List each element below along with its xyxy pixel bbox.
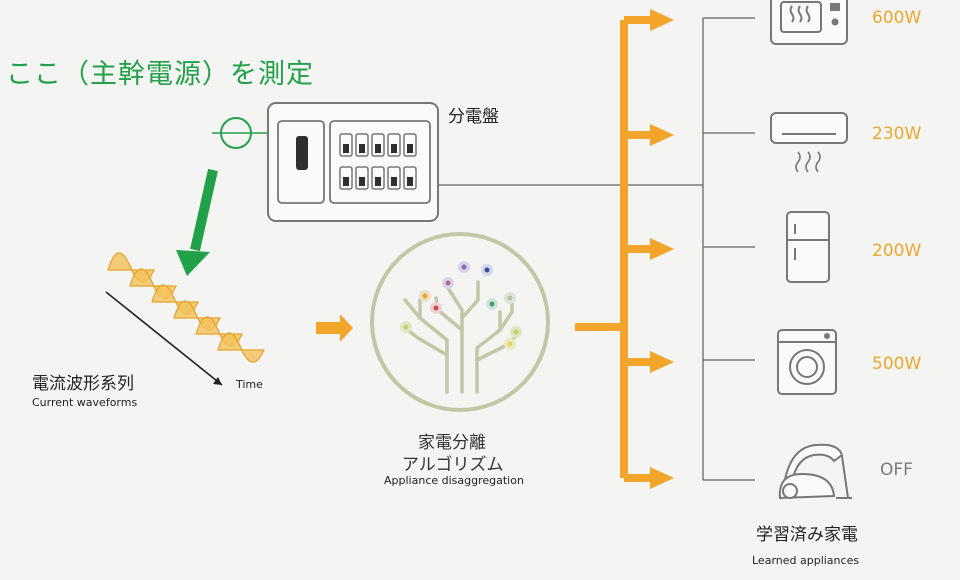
algorithm-tree-icon [370, 232, 550, 412]
vacuum-cleaner-icon [778, 443, 852, 500]
time-axis-label: Time [236, 378, 263, 391]
washing-machine-icon [777, 329, 837, 395]
output-branches [575, 16, 652, 482]
waveform-cycle [217, 332, 265, 363]
waveform-label-en: Current waveforms [32, 396, 138, 409]
distribution-panel-label: 分電盤 [448, 107, 499, 127]
current-sensor-icon [212, 117, 270, 149]
refrigerator-power: 200W [872, 241, 922, 261]
branch-arrowheads [650, 9, 674, 489]
algorithm-label-en: Appliance disaggregation [384, 474, 524, 487]
refrigerator-icon [786, 211, 830, 283]
algorithm-label-jp-1: 家電分離 [418, 433, 486, 453]
algorithm-label-jp-2: アルゴリズム [402, 455, 504, 475]
distribution-panel-icon [267, 102, 439, 222]
washing-machine-power: 500W [872, 354, 922, 374]
air-conditioner-icon [770, 112, 848, 173]
input-arrow-icon [316, 314, 353, 342]
microwave-power: 600W [872, 8, 922, 28]
current-waveform-icon [105, 252, 265, 386]
appliance-branches [702, 17, 755, 481]
learned-appliances-label-en: Learned appliances [752, 554, 860, 567]
air-conditioner-power: 230W [872, 124, 922, 144]
microwave-icon [770, 0, 848, 45]
learned-appliances-label-jp: 学習済み家電 [756, 525, 858, 545]
measure-arrow-icon [176, 168, 218, 276]
waveform-label-jp: 電流波形系列 [32, 374, 134, 394]
measurement-title: ここ（主幹電源）を測定 [6, 59, 314, 90]
vacuum-cleaner-power: OFF [880, 460, 913, 480]
